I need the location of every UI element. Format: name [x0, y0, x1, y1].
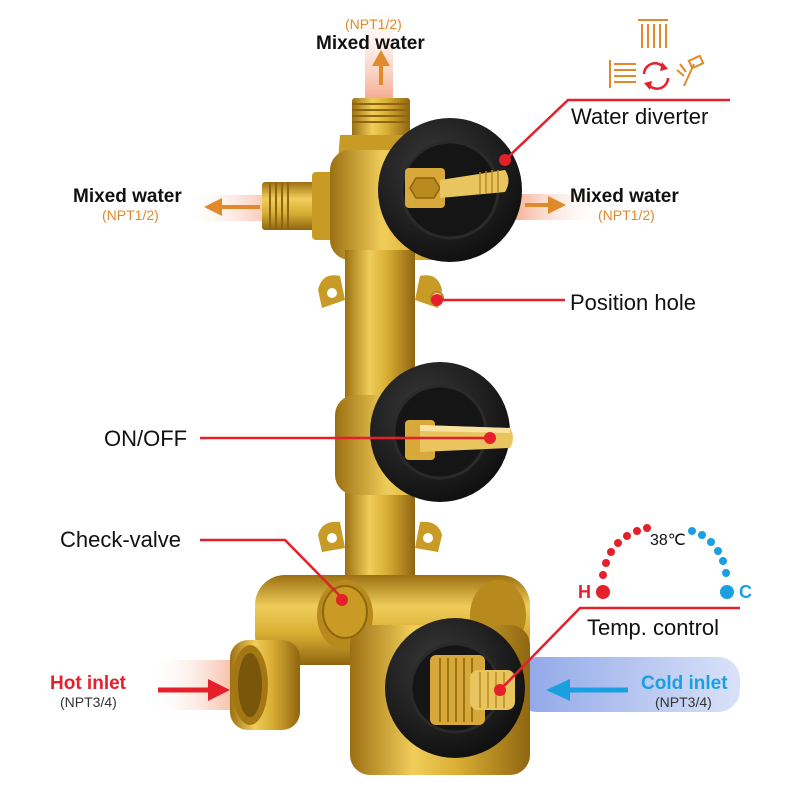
- callout-water-diverter: [504, 98, 730, 161]
- on-off-label: ON/OFF: [104, 426, 188, 451]
- left-flow-arrow: [204, 198, 260, 216]
- diverter-cycle-icon: [642, 62, 670, 90]
- cold-inlet-npt-label: (NPT3/4): [655, 694, 712, 710]
- temp-hot-endpoint: [596, 585, 610, 599]
- temp-arc-hot: [599, 524, 651, 579]
- cold-inlet-arrow: [546, 679, 628, 701]
- temp-cold-endpoint: [720, 585, 734, 599]
- body-spray-icon: [609, 60, 636, 88]
- top-flow-arrow: [372, 50, 390, 85]
- top-npt-label: (NPT1/2): [345, 16, 402, 32]
- callout-check-valve: [200, 538, 343, 599]
- cold-inlet-pipe: [515, 657, 740, 712]
- right-flow-arrow: [525, 196, 566, 214]
- right-npt-label: (NPT1/2): [598, 207, 655, 223]
- callout-dot-on-off: [484, 432, 496, 444]
- callout-dot-temp-control: [494, 684, 506, 696]
- hot-letter: H: [578, 582, 591, 602]
- position-hole-label: Position hole: [570, 290, 696, 315]
- left-npt-label: (NPT1/2): [102, 207, 159, 223]
- on-off-cartridge: [370, 362, 513, 502]
- hot-inlet-npt-label: (NPT3/4): [60, 694, 117, 710]
- cold-inlet-label: Cold inlet: [641, 673, 728, 694]
- hot-inlet-label: Hot inlet: [50, 673, 126, 694]
- check-valve-label: Check-valve: [60, 527, 182, 552]
- diverter-cartridge: [378, 118, 522, 262]
- rainfall-shower-icon: [638, 19, 668, 48]
- temp-arc-cold: [688, 527, 730, 577]
- top-mixed-water-label: Mixed water: [316, 33, 425, 54]
- temp-cartridge: [385, 618, 525, 758]
- right-mixed-water-label: Mixed water: [570, 186, 679, 207]
- hot-inlet-pipe: [150, 660, 245, 710]
- callout-dot-check-valve: [336, 594, 348, 606]
- water-diverter-label: Water diverter: [571, 104, 709, 129]
- callout-dot-water-diverter: [499, 154, 511, 166]
- handheld-shower-icon: [676, 54, 705, 87]
- cold-letter: C: [739, 582, 752, 602]
- temp-control-label: Temp. control: [587, 615, 720, 640]
- temp-value-label: 38℃: [650, 532, 686, 549]
- left-mixed-water-label: Mixed water: [73, 186, 182, 207]
- check-valve-plug: [322, 585, 368, 639]
- callout-temp-control: [499, 606, 740, 691]
- hot-inlet-arrow: [158, 679, 230, 701]
- callout-dot-position-hole: [431, 294, 443, 306]
